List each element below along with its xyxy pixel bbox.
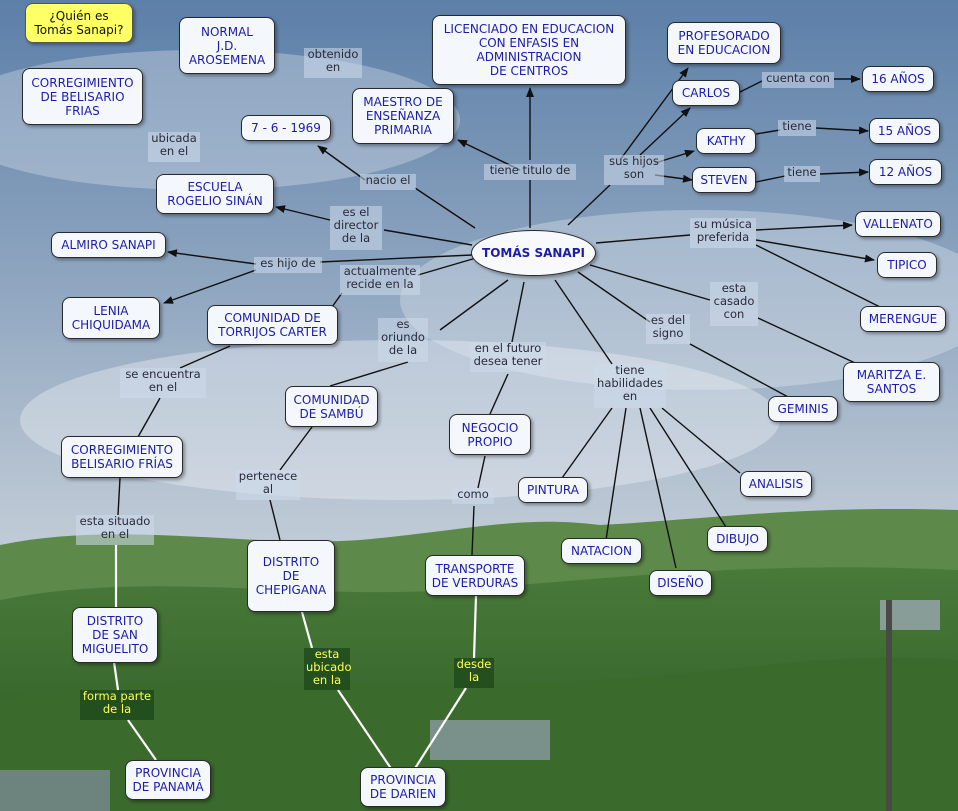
node-maestro[interactable]: MAESTRO DE ENSEÑANZA PRIMARIA (352, 88, 454, 144)
node-diseno[interactable]: DISEÑO (649, 570, 712, 596)
link-label-situado: esta situado en el (76, 515, 154, 545)
link-label-tiene-titulo: tiene titulo de (484, 164, 576, 180)
node-dibujo[interactable]: DIBUJO (707, 526, 768, 552)
link-label-desde: desde la (454, 658, 494, 688)
link-label-encuentra: se encuentra en el (120, 368, 206, 398)
node-corregimiento-belisario[interactable]: CORREGIMIENTO BELISARIO FRÍAS (61, 436, 183, 478)
node-fecha-nacimiento[interactable]: 7 - 6 - 1969 (241, 115, 331, 141)
link-label-forma-parte: forma parte de la (80, 690, 154, 720)
node-comunidad-sambu[interactable]: COMUNIDAD DE SAMBÚ (285, 386, 378, 427)
node-profesorado[interactable]: PROFESORADO EN EDUCACION (667, 22, 781, 64)
node-distrito-chepigana[interactable]: DISTRITO DE CHEPIGANA (247, 540, 335, 612)
node-lenia-chiquidama[interactable]: LENIA CHIQUIDAMA (62, 297, 160, 339)
link-label-cuenta-con: cuenta con (762, 72, 834, 88)
node-analisis[interactable]: ANALISIS (740, 471, 812, 497)
link-label-habilidades: tiene habilidades en (594, 364, 666, 408)
link-label-ubicada: ubicada en el (148, 132, 200, 162)
node-maritza-santos[interactable]: MARITZA E. SANTOS (843, 362, 940, 402)
node-steven[interactable]: STEVEN (692, 167, 756, 193)
link-label-sus-hijos: sus hijos son (604, 155, 664, 185)
link-label-reside: actualmente recide en la (340, 265, 420, 295)
node-carlos[interactable]: CARLOS (672, 80, 740, 106)
node-merengue[interactable]: MERENGUE (860, 306, 946, 332)
link-label-tiene-12: tiene (784, 166, 820, 182)
node-almiro-sanapi[interactable]: ALMIRO SANAPI (51, 232, 166, 258)
node-escuela-rogelio-sinan[interactable]: ESCUELA ROGELIO SINÁN (156, 174, 274, 214)
node-distrito-san-miguelito[interactable]: DISTRITO DE SAN MIGUELITO (72, 607, 158, 663)
link-label-hijo-de: es hijo de (254, 257, 322, 273)
link-label-pertenece: pertenece al (236, 470, 300, 500)
node-vallenato[interactable]: VALLENATO (855, 211, 941, 237)
node-pintura[interactable]: PINTURA (518, 477, 588, 503)
node-16-anos[interactable]: 16 AÑOS (862, 66, 934, 92)
link-label-signo: es del signo (646, 314, 690, 344)
link-label-obtenido: obtenido en (304, 48, 362, 78)
node-kathy[interactable]: KATHY (696, 128, 756, 154)
node-negocio-propio[interactable]: NEGOCIO PROPIO (449, 414, 531, 455)
link-label-como: como (452, 488, 494, 504)
link-label-nacio: nacio el (360, 174, 416, 190)
node-licenciado[interactable]: LICENCIADO EN EDUCACION CON ENFASIS EN A… (432, 15, 626, 85)
link-label-director: es el director de la (330, 206, 382, 250)
node-normal-arosemena[interactable]: NORMAL J.D. AROSEMENA (179, 17, 275, 74)
node-natacion[interactable]: NATACION (561, 538, 642, 564)
link-label-oriundo: es oriundo de la (378, 318, 428, 362)
link-label-musica: su música preferida (690, 218, 756, 248)
question-node[interactable]: ¿Quién es Tomás Sanapi? (25, 3, 133, 43)
node-torrijos-carter[interactable]: COMUNIDAD DE TORRIJOS CARTER (207, 305, 338, 345)
node-tomas-sanapi[interactable]: TOMÁS SANAPI (471, 230, 596, 276)
node-corregimiento-belisario-frias[interactable]: CORREGIMIENTO DE BELISARIO FRIAS (22, 68, 143, 125)
node-provincia-darien[interactable]: PROVINCIA DE DARIEN (360, 767, 446, 807)
node-tipico[interactable]: TIPICO (877, 252, 937, 278)
node-12-anos[interactable]: 12 AÑOS (869, 159, 942, 185)
node-15-anos[interactable]: 15 AÑOS (869, 118, 940, 144)
link-label-tiene-15: tiene (778, 120, 816, 136)
link-label-casado: esta casado con (710, 282, 758, 326)
node-geminis[interactable]: GEMINIS (768, 396, 838, 422)
link-label-futuro: en el futuro desea tener (470, 342, 546, 372)
link-label-ubicado: esta ubicado en la (304, 648, 352, 690)
node-transporte-verduras[interactable]: TRANSPORTE DE VERDURAS (425, 555, 525, 596)
node-provincia-panama[interactable]: PROVINCIA DE PANAMÁ (125, 760, 211, 800)
